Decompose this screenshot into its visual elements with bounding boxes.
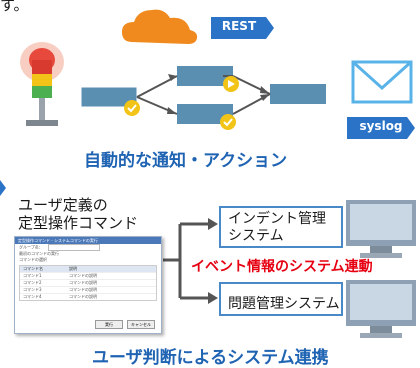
dialog-field1-input	[48, 244, 101, 251]
command-title-line1: ユーザ定義の	[18, 196, 108, 214]
caption-auto-notification: 自動的な通知・アクション	[84, 151, 288, 171]
check-icon	[220, 114, 236, 130]
row-desc: コマンドの説明	[69, 287, 97, 292]
caption-user-judgement: ユーザ判断によるシステム連携	[92, 348, 329, 368]
table-row: コマンド2 コマンドの説明	[20, 279, 156, 286]
problem-system-box	[219, 282, 343, 316]
dialog-field-row: グループ名：	[15, 244, 161, 251]
connector-lines	[163, 222, 210, 300]
row-desc: コマンドの説明	[69, 280, 97, 285]
dialog-field1-label: グループ名：	[19, 244, 43, 250]
section-pointer	[0, 180, 6, 196]
top-text-fragment: す。	[0, 0, 29, 14]
command-title: ユーザ定義の 定型操作コマンド	[18, 196, 138, 232]
play-icon	[223, 76, 239, 92]
check-icon	[124, 100, 140, 116]
syslog-arrow-tag	[347, 117, 415, 139]
incident-system-label: インデント管理 システム	[228, 211, 326, 245]
row-name: コマンド3	[23, 287, 42, 292]
table-row: コマンド4 コマンドの説明	[20, 293, 156, 300]
incident-system-box	[219, 206, 343, 248]
incident-system-line1: インデント管理	[228, 211, 326, 227]
problem-system-label: 問題管理システム	[228, 296, 340, 312]
dialog-title-bar: 定型操作コマンド - システムコマンドの実行	[15, 237, 161, 244]
row-desc: コマンドの説明	[69, 294, 97, 299]
command-title-line2: 定型操作コマンド	[18, 214, 139, 232]
computer-icon	[346, 200, 416, 258]
command-dialog-thumbnail: 定型操作コマンド - システムコマンドの実行 グループ名： 最初のコマンドの実行…	[14, 236, 162, 334]
dialog-table-caption: コマンドの選択	[19, 257, 47, 262]
mail-icon	[351, 60, 413, 104]
computer-icon	[346, 280, 416, 338]
row-name: コマンド1	[23, 273, 42, 278]
execute-button: 実行	[95, 320, 123, 329]
table-row: コマンド1 コマンドの説明	[20, 272, 156, 279]
rest-label: REST	[221, 19, 257, 33]
table-header: コマンド名 説明	[20, 266, 156, 272]
dialog-buttons: 実行 キャンセル	[95, 320, 155, 329]
table-row: コマンド3 コマンドの説明	[20, 286, 156, 293]
flow-node-lower	[177, 104, 233, 124]
incident-system-line2: システム	[228, 228, 284, 244]
dialog-command-table: コマンド名 説明 コマンド1 コマンドの説明 コマンド2 コマンドの説明 コマン…	[19, 265, 157, 301]
flow-node-end	[270, 84, 326, 104]
cancel-button: キャンセル	[127, 320, 155, 329]
col-command-name: コマンド名	[23, 266, 43, 271]
col-description: 説明	[69, 266, 77, 271]
row-name: コマンド4	[23, 294, 42, 299]
cloud-icon	[122, 9, 198, 44]
row-desc: コマンドの説明	[69, 273, 97, 278]
event-linkage-label: イベント情報のシステム連動	[191, 259, 373, 275]
dialog-field2-label: 最初のコマンドの実行	[19, 251, 59, 256]
signal-tower-icon	[20, 42, 64, 126]
flow-node-upper	[177, 66, 233, 86]
rest-arrow-tag	[211, 17, 274, 39]
syslog-label: syslog	[359, 119, 403, 133]
row-name: コマンド2	[23, 280, 42, 285]
